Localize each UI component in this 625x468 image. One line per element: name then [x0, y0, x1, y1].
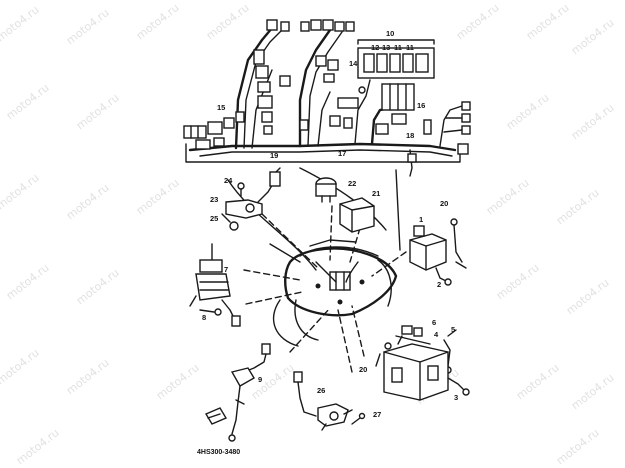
watermark: moto4.ru [569, 101, 617, 142]
callout-11b: 11 [406, 43, 414, 52]
watermark: moto4.ru [554, 426, 602, 467]
part-switch-9 [228, 343, 271, 442]
watermark: moto4.ru [64, 181, 112, 222]
watermark: moto4.ru [14, 426, 62, 467]
callout-19: 19 [270, 151, 278, 160]
callout-12: 12 [371, 43, 379, 52]
callout-2: 2 [437, 280, 441, 289]
watermark: moto4.ru [504, 91, 552, 132]
callout-25: 25 [210, 214, 218, 223]
callout-24: 24 [224, 176, 233, 185]
watermark: moto4.ru [454, 1, 502, 42]
callout-14: 14 [349, 59, 358, 68]
callout-4: 4 [434, 330, 439, 339]
direction-arrow-icon [204, 407, 228, 425]
callout-6: 6 [432, 318, 436, 327]
callout-21: 21 [372, 189, 380, 198]
watermark: moto4.ru [74, 91, 122, 132]
callout-17: 17 [338, 149, 346, 158]
watermark: moto4.ru [569, 371, 617, 412]
callout-labels: 10 12 13 11 11 14 15 16 18 19 17 22 21 2… [202, 29, 458, 419]
watermark: moto4.ru [74, 266, 122, 307]
watermark: moto4.ru [4, 81, 52, 122]
part-bolt-20-lower [375, 342, 392, 367]
callout-1: 1 [419, 215, 423, 224]
watermark: moto4.ru [514, 361, 562, 402]
callout-20b: 20 [359, 365, 367, 374]
part-bolt-20 [450, 218, 467, 269]
part-bracket-23 [221, 167, 281, 231]
part-ignition-7 [189, 243, 241, 327]
callout-3: 3 [454, 393, 458, 402]
callout-18: 18 [406, 131, 414, 140]
watermark: moto4.ru [569, 16, 617, 57]
callout-7: 7 [224, 265, 228, 274]
part-battery-3 [383, 335, 470, 401]
callout-8: 8 [202, 313, 206, 322]
leader-lines [227, 167, 407, 373]
watermark: moto4.ru [134, 176, 182, 217]
watermark: moto4.ru [554, 186, 602, 227]
callout-26: 26 [317, 386, 325, 395]
callout-11a: 11 [394, 43, 402, 52]
callout-16: 16 [417, 101, 425, 110]
part-sensor-26 [293, 371, 366, 431]
callout-22: 22 [348, 179, 356, 188]
watermark: moto4.ru [484, 176, 532, 217]
part-unit-21 [339, 197, 375, 233]
watermark: moto4.ru [134, 1, 182, 42]
watermark: moto4.ru [0, 171, 42, 212]
callout-10: 10 [386, 29, 394, 38]
watermark: moto4.ru [0, 3, 42, 44]
watermark: moto4.ru [154, 361, 202, 402]
watermark: moto4.ru [564, 276, 612, 317]
callout-9: 9 [258, 375, 262, 384]
watermark: moto4.ru [64, 356, 112, 397]
callout-23: 23 [210, 195, 218, 204]
part-relay-22 [315, 177, 337, 203]
callout-15: 15 [217, 103, 225, 112]
callout-13: 13 [382, 43, 390, 52]
motorcycle-front [272, 239, 398, 347]
part-starter-relay-1 [409, 225, 452, 286]
figure-code: 4HS300-3480 [197, 449, 240, 456]
watermark: moto4.ru [64, 6, 112, 47]
watermark: moto4.ru [494, 261, 542, 302]
watermark: moto4.ru [524, 1, 572, 42]
watermark: moto4.ru [4, 261, 52, 302]
watermark: moto4.ru [204, 1, 252, 42]
main-harness [183, 19, 471, 177]
callout-20a: 20 [440, 199, 448, 208]
callout-5: 5 [451, 325, 455, 334]
watermark: moto4.ru [0, 346, 42, 387]
callout-27: 27 [373, 410, 381, 419]
